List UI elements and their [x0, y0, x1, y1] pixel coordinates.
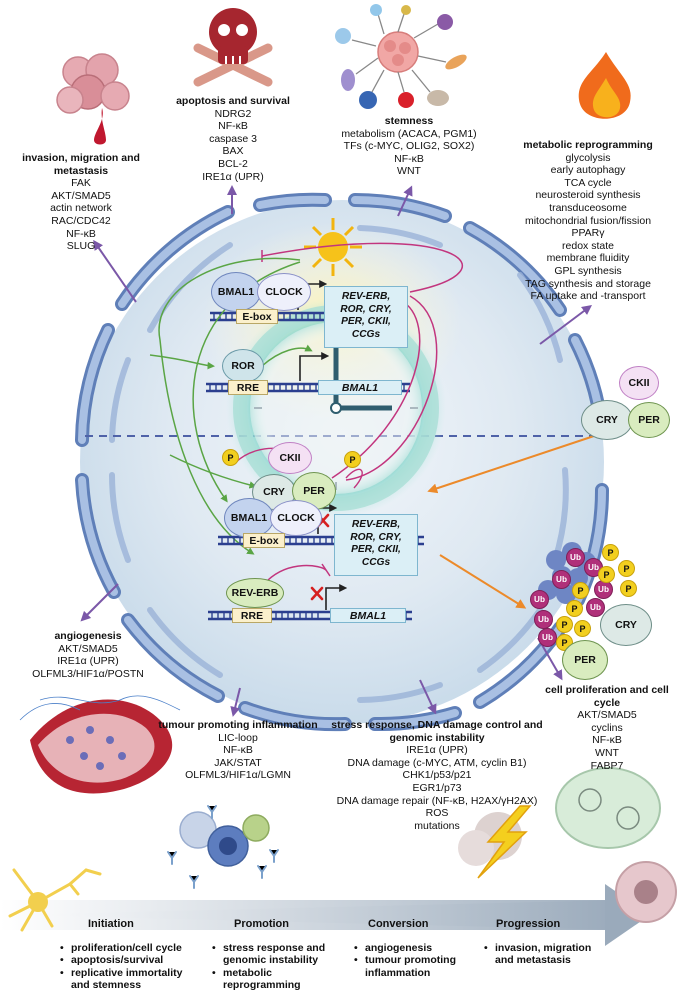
phospho-p-right: P — [344, 451, 361, 468]
reverb-inhibition-line — [267, 564, 327, 581]
promotion-list: stress response and genomic instability … — [212, 942, 352, 992]
stage-promotion: Promotion — [234, 918, 289, 930]
clock-protein-day: CLOCK — [257, 273, 311, 311]
ubiquitin-tag: Ub — [566, 548, 585, 567]
ubiquitin-tag: Ub — [586, 598, 605, 617]
ubiquitin-tag: Ub — [538, 628, 557, 647]
stage-initiation: Initiation — [88, 918, 134, 930]
skull-icon — [193, 8, 273, 87]
activation-lines — [149, 257, 313, 555]
sun-icon — [304, 218, 362, 276]
ebox-element-night: E-box — [243, 533, 285, 548]
phospho-p: P — [556, 616, 573, 633]
blood-vessel-icon — [19, 695, 181, 794]
metabolic-block: metabolic reprogramming glycolysis early… — [523, 139, 653, 303]
phospho-p-left: P — [222, 449, 239, 466]
proliferation-block: cell proliferation and cell cycle AKT/SM… — [545, 684, 669, 772]
tumour-stage-band — [0, 884, 650, 946]
target-genes-night: REV-ERB, ROR, CRY, PER, CKII, CCGs — [334, 514, 418, 576]
feedback-inhibition-lines — [261, 242, 463, 481]
stage-progression: Progression — [496, 918, 561, 930]
angiogenesis-block: angiogenesis AKT/SMAD5 IRE1α (UPR) OLFML… — [32, 630, 144, 680]
reverb-protein: REV-ERB — [226, 578, 284, 608]
dividing-cell-icon — [555, 767, 661, 849]
conversion-list: angiogenesis tumour promoting inflammati… — [354, 942, 484, 979]
immune-cells-icon — [167, 805, 279, 889]
clock-protein-night: CLOCK — [270, 500, 322, 536]
rre-element-night: RRE — [232, 608, 272, 623]
phospho-p: P — [574, 620, 591, 637]
lightning-icon — [458, 805, 532, 879]
cell-membrane — [75, 192, 610, 732]
phospho-p: P — [572, 582, 589, 599]
rre-element-day: RRE — [228, 380, 268, 395]
ebox-element-day: E-box — [236, 309, 278, 324]
phospho-p: P — [618, 560, 635, 577]
tumour-cell-cluster-icon — [56, 53, 130, 145]
ckii-protein-cytoplasm: CKII — [619, 366, 659, 400]
promoter-arrow-rre-night — [325, 584, 348, 610]
bmal1-protein-night: BMAL1 — [224, 498, 274, 538]
apoptosis-block: apoptosis and survival NDRG2 NF-κB caspa… — [176, 95, 290, 183]
phospho-p: P — [620, 580, 637, 597]
phospho-p: P — [602, 544, 619, 561]
ubiquitin-tag: Ub — [530, 590, 549, 609]
cry-protein-cytoplasm: CRY — [581, 400, 633, 440]
inflammation-block: tumour promoting inflammation LIC-loop N… — [158, 719, 318, 782]
ckii-protein-night: CKII — [268, 442, 312, 474]
stemness-block: stemness metabolism (ACACA, PGM1) TFs (c… — [341, 115, 477, 178]
target-genes-day: REV-ERB, ROR, CRY, PER, CKII, CCGs — [324, 286, 408, 348]
bmal1-gene-night: BMAL1 — [330, 608, 406, 623]
ubiquitin-tag: Ub — [552, 570, 571, 589]
stage-conversion: Conversion — [368, 918, 429, 930]
cry-protein-degraded: CRY — [600, 604, 652, 646]
phospho-p: P — [598, 566, 615, 583]
tumour-cell-icon — [615, 861, 677, 923]
phospho-p: P — [566, 600, 583, 617]
fire-icon — [578, 52, 631, 119]
promoter-arrow-rre-day — [299, 352, 330, 381]
ubiquitin-tag: Ub — [534, 610, 553, 629]
bmal1-protein-day: BMAL1 — [211, 272, 261, 312]
per-protein-cytoplasm: PER — [628, 402, 670, 438]
stem-cell-differentiation-icon — [335, 4, 467, 109]
per-protein-degraded: PER — [562, 640, 608, 680]
outcome-arrows — [80, 185, 592, 717]
orange-arrows — [427, 433, 601, 609]
progression-list: invasion, migration and metastasis — [484, 942, 614, 967]
bmal1-gene-day: BMAL1 — [318, 380, 402, 395]
neuron-icon — [8, 868, 102, 932]
ror-protein: ROR — [222, 349, 264, 383]
initiation-list: proliferation/cell cycle apoptosis/survi… — [60, 942, 208, 992]
invasion-block: invasion, migration and metastasis FAK A… — [22, 152, 140, 253]
ubiquitin-tag: Ub — [594, 580, 613, 599]
stress-block: stress response, DNA damage control and … — [331, 719, 543, 832]
